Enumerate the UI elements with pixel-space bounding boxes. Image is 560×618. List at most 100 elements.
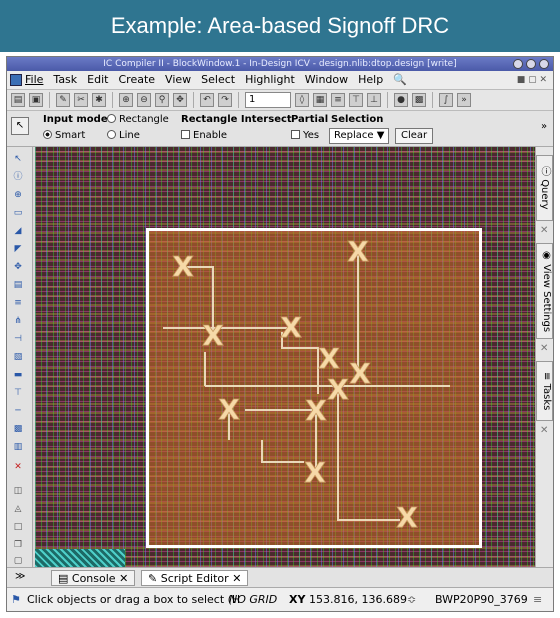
- zoom-icon[interactable]: ⊕: [14, 190, 22, 200]
- xy-label: XY: [289, 593, 306, 606]
- zoom-out-icon[interactable]: ⊖: [137, 93, 151, 107]
- script-editor-icon: ✎: [148, 572, 161, 585]
- snap-icon[interactable]: ≎: [407, 593, 417, 606]
- query-tab[interactable]: ⓘ Query: [536, 155, 553, 221]
- align-icon[interactable]: ⊤: [349, 93, 363, 107]
- line-radio-dot[interactable]: [107, 130, 116, 139]
- redo-icon[interactable]: ↷: [218, 93, 232, 107]
- menu-window[interactable]: Window: [304, 73, 349, 86]
- selection-value: Replace: [334, 130, 374, 141]
- smart-radio[interactable]: Smart: [43, 130, 85, 141]
- rectangle-radio-dot[interactable]: [107, 114, 116, 123]
- toolbar-overflow-icon[interactable]: »: [457, 93, 471, 107]
- palette-icon[interactable]: ▥: [13, 442, 23, 452]
- menu-view[interactable]: View: [165, 73, 192, 86]
- enable-checkbox-box[interactable]: [181, 130, 190, 139]
- query-close-icon[interactable]: ✕: [540, 225, 549, 236]
- enable-checkbox[interactable]: Enable: [181, 130, 227, 141]
- bus-icon[interactable]: ⊣: [14, 334, 22, 344]
- script-icon[interactable]: ∫: [439, 93, 453, 107]
- info-icon[interactable]: ⓘ: [13, 172, 23, 182]
- rect-intersect-label: Rectangle Intersect: [181, 114, 292, 125]
- delete-icon[interactable]: ✕: [14, 462, 22, 472]
- unlock-icon[interactable]: ◬: [14, 504, 22, 514]
- layer-stack-icon[interactable]: ≡: [14, 298, 22, 308]
- menu-highlight[interactable]: Highlight: [245, 73, 295, 86]
- tasks-close-icon[interactable]: ✕: [540, 425, 549, 436]
- toolbar-separator: [238, 92, 239, 108]
- menu-help[interactable]: Help: [358, 73, 384, 86]
- tasks-tab[interactable]: ≡ Tasks: [536, 361, 553, 421]
- clear-button[interactable]: Clear: [395, 128, 434, 144]
- script-editor-tab[interactable]: ✎ Script Editor ✕: [141, 570, 249, 586]
- highlight-icon[interactable]: ●: [394, 93, 408, 107]
- grid-status: NO GRID: [229, 593, 278, 606]
- menu-task[interactable]: Task: [53, 73, 78, 86]
- grid-icon[interactable]: ▦: [313, 93, 327, 107]
- open-icon[interactable]: ▤: [11, 93, 25, 107]
- level-spinbox[interactable]: 1: [245, 92, 291, 108]
- window-title: IC Compiler II - BlockWindow.1 - In-Desi…: [103, 59, 457, 69]
- mdi-controls-icon[interactable]: ■ ▢ ✕: [516, 75, 547, 85]
- copy-icon[interactable]: ❐: [13, 540, 23, 550]
- rectangle-radio[interactable]: Rectangle: [107, 114, 169, 125]
- pencil-icon[interactable]: ✎: [56, 93, 70, 107]
- collapse-icon[interactable]: ≫: [15, 571, 26, 582]
- box-icon[interactable]: □: [13, 522, 23, 532]
- minimize-button[interactable]: [513, 59, 523, 69]
- menu-create[interactable]: Create: [118, 73, 156, 86]
- smart-label: Smart: [55, 130, 86, 141]
- layers-icon[interactable]: ≡: [331, 93, 345, 107]
- stretch-icon[interactable]: ▤: [13, 280, 23, 290]
- maximize-button[interactable]: [526, 59, 536, 69]
- yes-checkbox-box[interactable]: [291, 130, 300, 139]
- save-icon[interactable]: ▣: [29, 93, 43, 107]
- selection-dropdown[interactable]: Replace ▼: [329, 128, 390, 144]
- square-icon[interactable]: ▢: [13, 556, 23, 566]
- cell-icon[interactable]: ◢: [14, 226, 22, 236]
- zoom-fit-icon[interactable]: ⚲: [155, 93, 169, 107]
- zoom-in-icon[interactable]: ⊕: [119, 93, 133, 107]
- pan-icon[interactable]: ✥: [173, 93, 187, 107]
- yes-checkbox[interactable]: Yes: [291, 130, 319, 141]
- lock-icon[interactable]: ◫: [13, 486, 23, 496]
- close-button[interactable]: [539, 59, 549, 69]
- console-tab-close-icon[interactable]: ✕: [119, 572, 129, 585]
- undo-icon[interactable]: ↶: [200, 93, 214, 107]
- move-icon[interactable]: ✥: [14, 262, 22, 272]
- search-icon[interactable]: 🔍: [393, 73, 407, 86]
- left-tool-palette: ↖ ⓘ ⊕ ▭ ◢ ◤ ✥ ▤ ≡ ⋔ ⊣ ▧ ▬ ⊤ ─ ▩ ▥ ✕ ◫ ◬ …: [7, 147, 33, 567]
- ruler-tool-icon[interactable]: ─: [15, 406, 21, 416]
- map-icon[interactable]: ▩: [412, 93, 426, 107]
- status-menu-icon[interactable]: ≡: [533, 593, 543, 606]
- toolbar-separator: [49, 92, 50, 108]
- ruler-icon[interactable]: ◊: [295, 93, 309, 107]
- line-label: Line: [119, 130, 140, 141]
- teal-block-region: [35, 549, 125, 567]
- select-hint-icon: ⚑: [11, 593, 21, 606]
- split-icon[interactable]: ⋔: [14, 316, 22, 326]
- cut-icon[interactable]: ✂: [74, 93, 88, 107]
- select-tool-icon[interactable]: ↖: [11, 117, 29, 135]
- script-editor-tab-close-icon[interactable]: ✕: [232, 572, 242, 585]
- status-hint: Click objects or drag a box to select (H: [27, 593, 241, 606]
- menu-select[interactable]: Select: [201, 73, 236, 86]
- line-radio[interactable]: Line: [107, 130, 140, 141]
- route-icon[interactable]: ⊥: [367, 93, 381, 107]
- star-icon[interactable]: ✱: [92, 93, 106, 107]
- options-overflow-icon[interactable]: »: [541, 121, 548, 132]
- shape-icon[interactable]: ▬: [13, 370, 23, 380]
- text-icon[interactable]: ⊤: [14, 388, 22, 398]
- mouse-tool-options: ↖ Input mode Rectangle Smart Line Rectan…: [7, 111, 553, 147]
- via-icon[interactable]: ▧: [13, 352, 23, 362]
- pointer-icon[interactable]: ↖: [14, 154, 22, 164]
- menu-edit[interactable]: Edit: [87, 73, 109, 86]
- view-settings-tab[interactable]: ◉ View Settings: [536, 243, 553, 339]
- console-tab[interactable]: ▤ Console ✕: [51, 570, 136, 586]
- rect-icon[interactable]: ▭: [13, 208, 23, 218]
- pin-icon[interactable]: ◤: [14, 244, 22, 254]
- menu-file[interactable]: File: [25, 73, 44, 86]
- view-settings-close-icon[interactable]: ✕: [540, 343, 549, 354]
- smart-radio-dot[interactable]: [43, 130, 52, 139]
- layout-tool-icon[interactable]: ▩: [13, 424, 23, 434]
